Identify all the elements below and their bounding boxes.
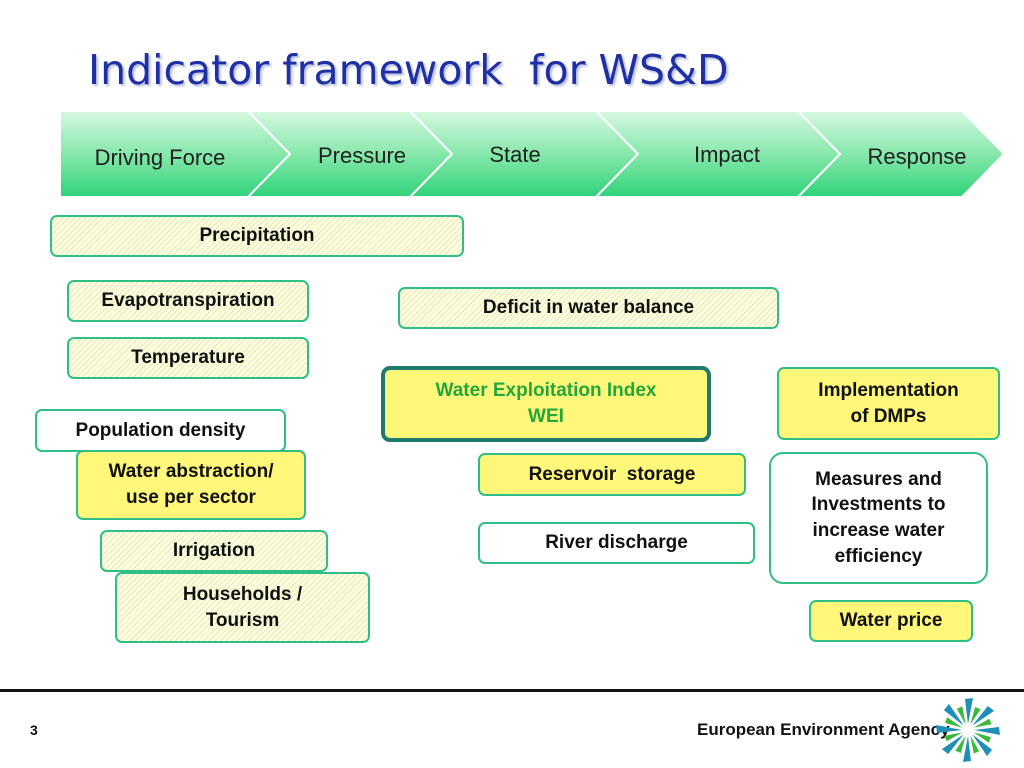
- indicator-evapotranspiration: Evapotranspiration: [67, 280, 309, 322]
- agency-name: European Environment Agency: [697, 720, 950, 739]
- indicator-households-label: Households / Tourism: [182, 583, 303, 631]
- eea-logo-icon: [936, 698, 1000, 762]
- indicator-deficit-water-balance: Deficit in water balance: [398, 287, 779, 329]
- indicator-water-price: Water price: [809, 600, 973, 642]
- indicator-water-abstraction-label: Water abstraction/ use per sector: [108, 461, 274, 508]
- page-number: 3: [30, 722, 38, 738]
- indicator-wei-label: Water Exploitation Index WEI: [435, 380, 657, 427]
- stage-impact: Impact: [693, 142, 761, 167]
- indicator-reservoir-storage: Reservoir storage: [478, 453, 746, 496]
- footer-divider: [0, 689, 1024, 692]
- indicator-irrigation: Irrigation: [100, 530, 328, 572]
- stage-pressure: Pressure: [317, 143, 407, 168]
- stage-state: State: [489, 142, 541, 167]
- indicator-precipitation: Precipitation: [50, 215, 464, 257]
- indicator-implementation-dmps: Implementation of DMPs: [777, 367, 1000, 440]
- indicator-water-exploitation-index: Water Exploitation Index WEI: [381, 366, 711, 442]
- indicator-water-abstraction: Water abstraction/ use per sector: [76, 450, 306, 520]
- slide-title: Indicator framework for WS&D: [88, 46, 729, 94]
- indicator-river-discharge: River discharge: [478, 522, 755, 564]
- indicator-measures-label: Measures and Investments to increase wat…: [811, 468, 946, 567]
- indicator-measures-investments: Measures and Investments to increase wat…: [769, 452, 988, 584]
- indicator-dmps-label: Implementation of DMPs: [818, 379, 959, 427]
- stage-response: Response: [867, 144, 967, 169]
- indicator-population-density: Population density: [35, 409, 286, 452]
- stage-driving-force: Driving Force: [94, 145, 226, 170]
- indicator-households-tourism: Households / Tourism: [115, 572, 370, 643]
- indicator-temperature: Temperature: [67, 337, 309, 379]
